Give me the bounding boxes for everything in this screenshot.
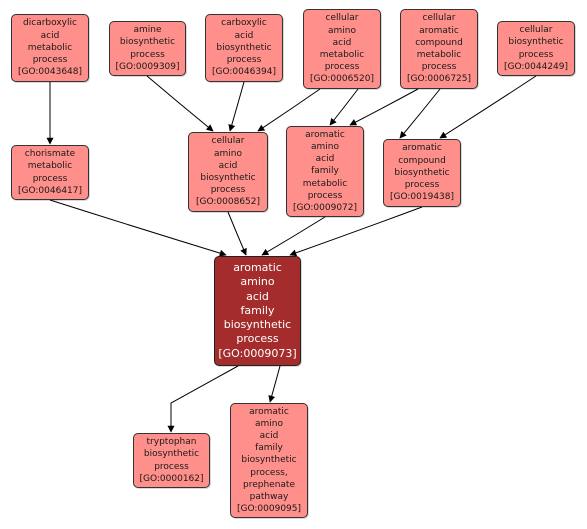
- edge-arrow: [439, 75, 537, 139]
- go-term-label-line: process: [32, 55, 68, 66]
- go-term-label-line: biosynthetic: [200, 173, 256, 183]
- go-term-label-line: biosynthetic: [223, 318, 292, 332]
- edge-arrow: [228, 81, 245, 132]
- edge-arrow: [167, 365, 239, 433]
- go-term-id: [GO:0009072]: [292, 203, 358, 213]
- go-term-id: [GO:0000162]: [139, 473, 204, 484]
- go-term-label-line: process: [307, 190, 343, 201]
- go-term-label-line: process: [130, 49, 165, 60]
- go-term-label-line: metabolic: [302, 178, 348, 189]
- go-term-label-line: process: [324, 62, 360, 73]
- go-term-label-line: pathway: [249, 492, 289, 502]
- go-term-label-line: acid: [40, 30, 60, 41]
- go-term-label-line: family: [255, 443, 283, 454]
- go-term-label-line: acid: [315, 154, 335, 165]
- go-term-label-line: family: [311, 166, 339, 177]
- go-term-label-line: amino: [214, 148, 242, 159]
- go-term-label-line: biosynthetic: [143, 449, 200, 460]
- go-term-label-line: cellular: [325, 13, 359, 24]
- go-term-label-line: aromatic: [419, 25, 459, 36]
- go-term-label-line: acid: [259, 430, 279, 441]
- go-term-label-line: process: [236, 332, 279, 346]
- go-term-label-line: acid: [218, 160, 238, 171]
- go-term-label-line: biosynthetic: [241, 455, 297, 466]
- go-term-label-line: aromatic: [233, 261, 282, 275]
- go-term-label-line: tryptophan: [146, 437, 197, 448]
- go-term-label-line: process: [154, 461, 189, 472]
- go-term-label-line: biosynthetic: [394, 167, 450, 178]
- go-term-id: [GO:0006725]: [406, 74, 472, 85]
- go-term-label-line: process: [421, 62, 457, 73]
- edge-arrow: [268, 365, 281, 403]
- go-term-label-line: carboxylic: [221, 18, 267, 29]
- edge-arrow: [146, 75, 214, 132]
- go-term-label-line: metabolic: [319, 50, 365, 60]
- go-term-label-line: biosynthetic: [508, 37, 564, 48]
- go-term-label-line: metabolic: [27, 42, 73, 53]
- go-term-label-line: amino: [311, 141, 339, 152]
- go-term-label-line: chorismate: [24, 149, 76, 160]
- go-term-label-line: acid: [234, 30, 254, 41]
- go-term-label-line: cellular: [211, 136, 245, 147]
- go-term-label-line: process: [518, 49, 554, 60]
- go-term-label-line: aromatic: [305, 129, 345, 140]
- edge-arrow: [49, 199, 227, 257]
- go-term-label-line: process: [32, 173, 68, 184]
- go-term-label-line: process: [404, 180, 440, 191]
- edge-arrow: [329, 88, 359, 126]
- edge-arrow: [289, 206, 423, 257]
- go-term-label-line: prephenate: [243, 479, 295, 490]
- go-term-label-line: cellular: [519, 25, 553, 36]
- go-term-label-line: process,: [250, 467, 288, 478]
- go-term-label-line: family: [240, 303, 275, 317]
- go-term-label-line: acid: [332, 37, 352, 48]
- go-term-id: [GO:0046417]: [17, 185, 83, 196]
- go-term-label-line: dicarboxylic: [23, 18, 77, 29]
- go-term-label-line: process: [226, 55, 262, 66]
- edge-arrow: [261, 216, 326, 256]
- go-term-id: [GO:0046394]: [211, 67, 277, 78]
- go-term-label-line: amino: [240, 275, 275, 289]
- go-term-label-line: metabolic: [416, 50, 462, 60]
- edge-arrow: [399, 88, 441, 139]
- go-term-id: [GO:0043648]: [17, 67, 83, 78]
- go-term-label-line: cellular: [422, 13, 456, 24]
- go-term-id: [GO:0009309]: [115, 61, 180, 72]
- go-term-id: [GO:0008652]: [195, 197, 261, 208]
- edge-arrow: [227, 211, 247, 256]
- go-term-label-line: amino: [255, 418, 283, 429]
- go-term-label-line: biosynthetic: [119, 37, 176, 48]
- go-term-id: [GO:0044249]: [503, 61, 569, 72]
- go-term-label-line: aromatic: [402, 143, 442, 154]
- go-term-label-line: aromatic: [249, 406, 289, 417]
- go-term-id: [GO:0009073]: [218, 346, 297, 360]
- go-term-id: [GO:0006520]: [309, 74, 375, 85]
- go-term-label-line: process: [210, 185, 246, 196]
- go-term-label-line: metabolic: [27, 161, 73, 172]
- go-term-label-line: compound: [415, 37, 463, 48]
- go-term-label-line: acid: [246, 289, 269, 303]
- edge-arrow: [349, 88, 419, 126]
- go-term-label-line: compound: [398, 155, 446, 166]
- go-term-label-line: amino: [328, 25, 356, 36]
- go-term-label-line: amine: [133, 25, 162, 36]
- edge-arrow: [257, 88, 321, 132]
- go-term-id: [GO:0009095]: [236, 504, 302, 515]
- go-term-id: [GO:0019438]: [389, 192, 455, 203]
- go-term-label-line: biosynthetic: [216, 42, 272, 53]
